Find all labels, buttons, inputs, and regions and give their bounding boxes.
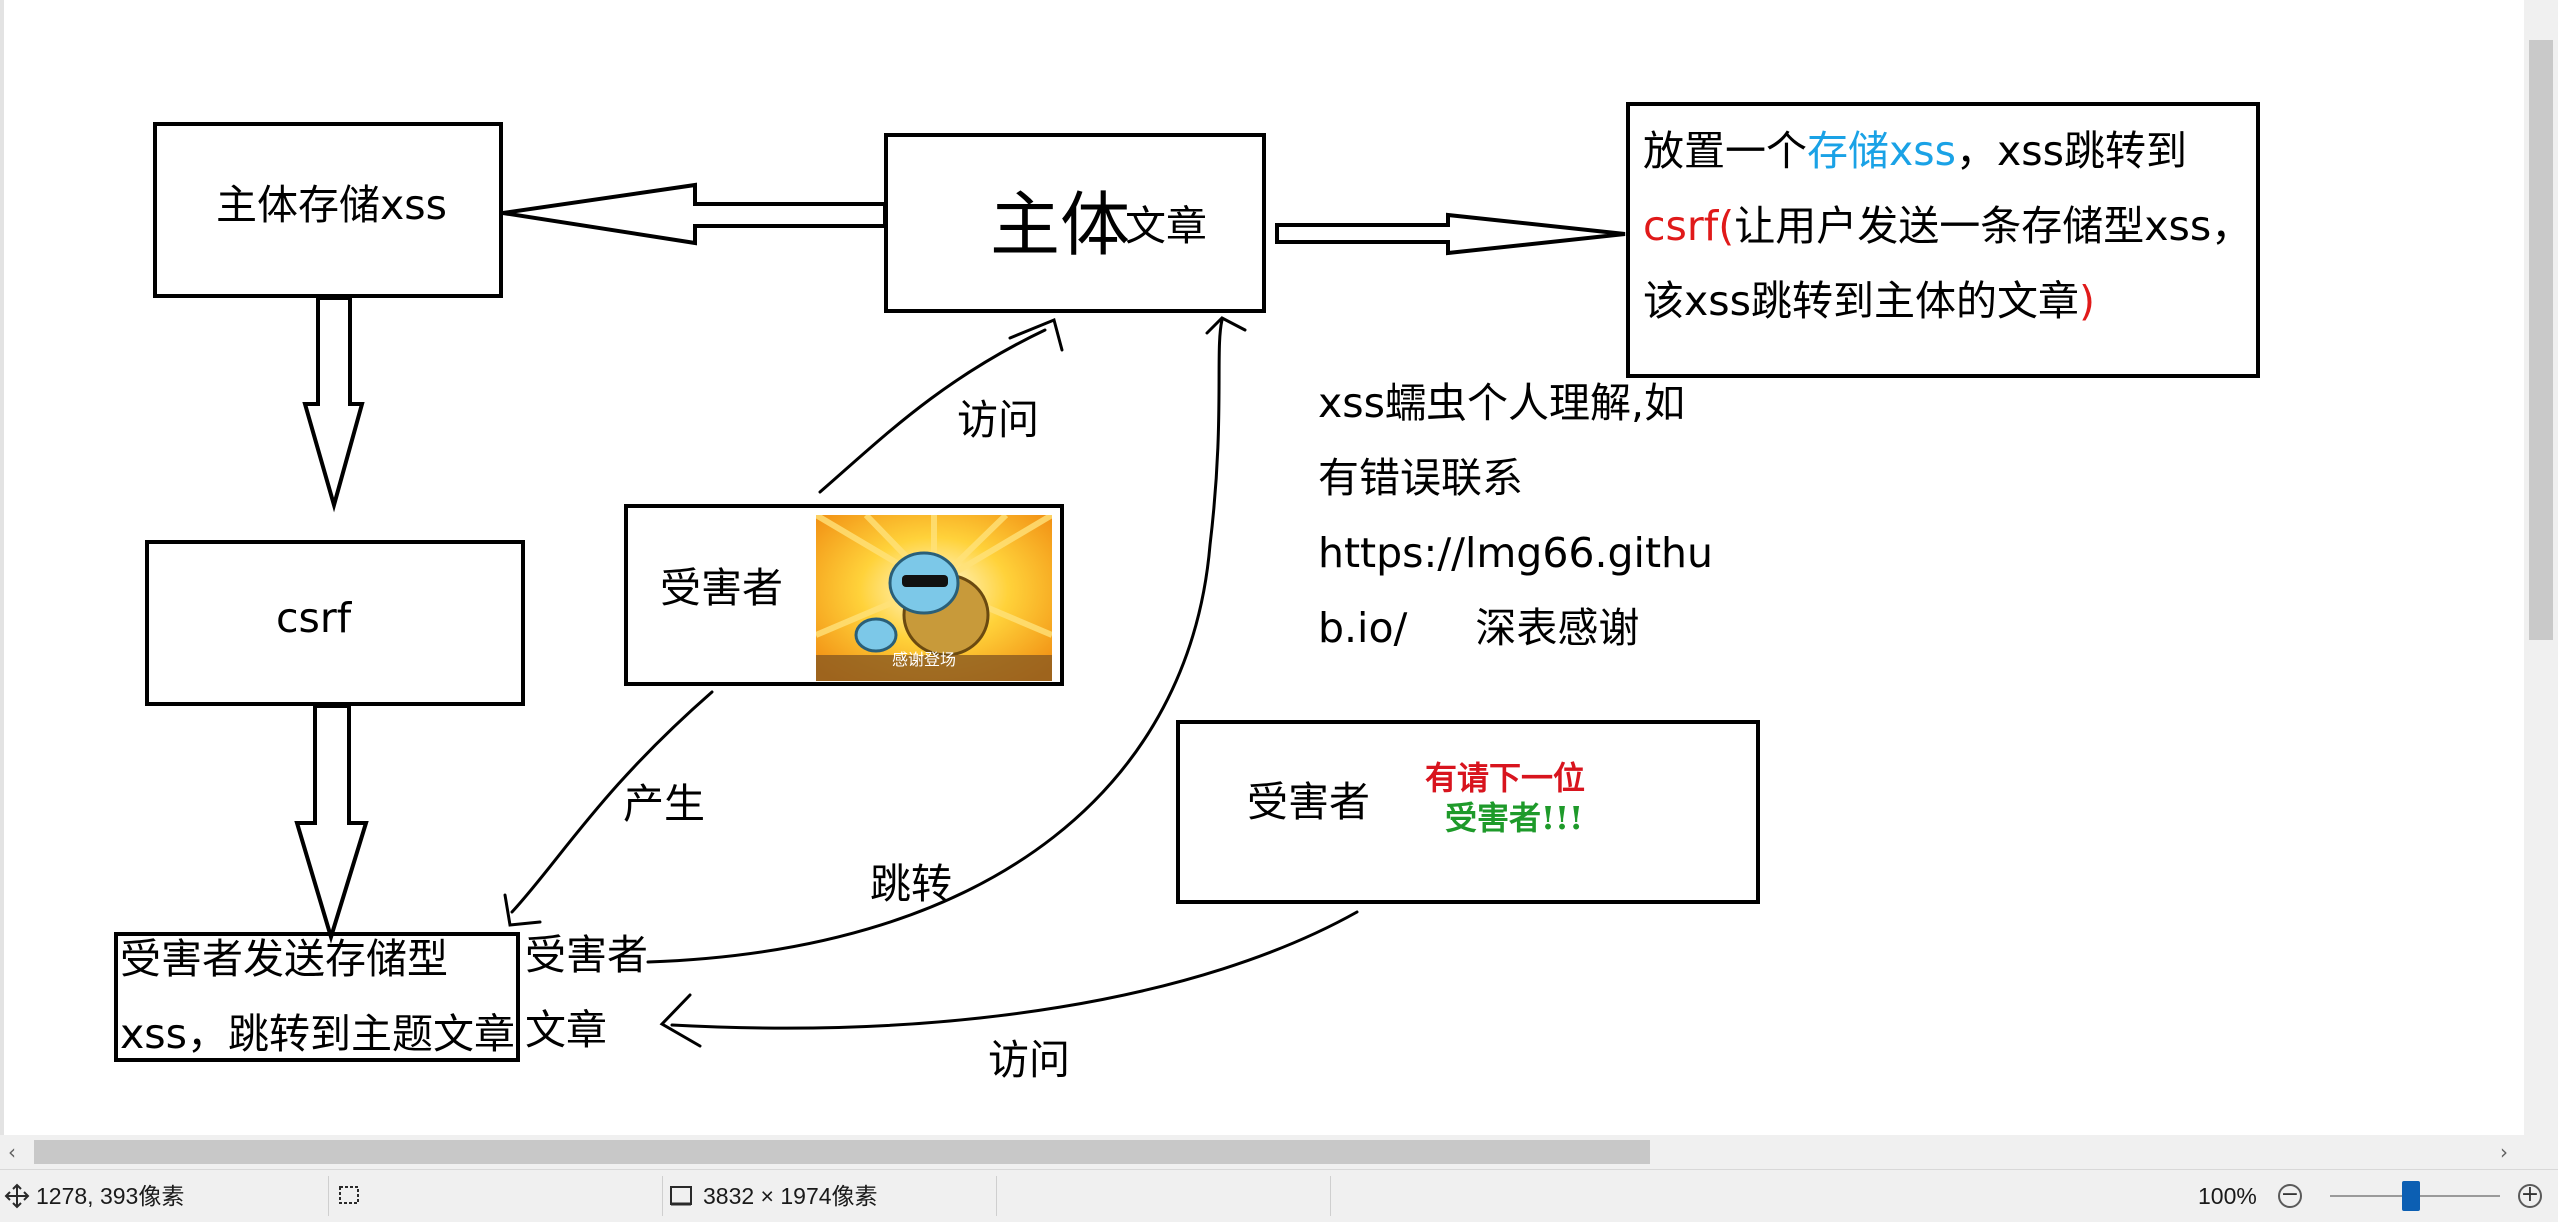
selection-icon [339,1186,359,1204]
arrow-stored-xss-to-csrf [302,296,365,513]
note-line4a: b.io/ [1318,604,1408,652]
plan-l2a: csrf( [1643,202,1735,250]
victim-sends-text: 受害者发送存储型 xss，跳转到主题文章 [120,922,515,1072]
image-size-icon [670,1186,692,1206]
sticker-line1: 有请下一位 [1425,759,1586,797]
label-jump: 跳转 [870,860,952,908]
zoom-out-icon[interactable]: − [2278,1184,2302,1208]
main-article-box [884,133,1266,313]
move-cursor-icon [4,1183,30,1209]
status-bar: 1278, 393像素 3832 × 1974像素 100% − + [0,1169,2558,1222]
csrf-label: csrf [276,594,352,642]
label-visit-bottom: 访问 [988,1036,1070,1084]
victim-box-2 [1176,720,1760,904]
canvas-edge [0,0,4,1135]
curve-visit-top [818,328,1047,494]
arrow-article-to-stored-xss [502,182,887,246]
arrow-article-to-plan [1275,212,1626,256]
horizontal-scrollbar-thumb[interactable] [34,1140,1650,1164]
plan-l2b: 让用户发送一条存储型xss， [1734,202,2253,250]
note-line4: b.io/深表感谢 [1318,591,1713,666]
zoom-slider-thumb[interactable] [2402,1181,2420,1211]
label-produce: 产生 [623,780,705,828]
status-separator [1330,1176,1331,1216]
sticker-line2: 受害者!!! [1445,799,1584,837]
victim-sends-line1: 受害者发送存储型 [120,935,448,983]
victim-sends-box [114,932,520,1062]
note-line4b: 深表感谢 [1475,604,1640,652]
plan-l3a: 该xss跳转到主体的文章 [1643,277,2079,325]
plan-line2: csrf(让用户发送一条存储型xss， [1643,189,2252,264]
status-separator [996,1176,997,1216]
victim-box-2-label: 受害者 [1247,778,1370,826]
status-separator [662,1176,663,1216]
curve-jump [646,318,1224,964]
plan-box [1626,102,2260,378]
main-article-title-big: 主体 [990,184,1130,266]
status-separator [328,1176,329,1216]
victim-sends-line2: xss，跳转到主题文章 [120,1010,515,1058]
plan-line1: 放置一个存储xss，xss跳转到 [1643,114,2252,189]
note-line1: xss蠕虫个人理解,如 [1318,379,1686,427]
stored-xss-box [153,122,503,298]
zoom-in-icon[interactable]: + [2518,1184,2542,1208]
plan-line3: 该xss跳转到主体的文章) [1643,264,2252,339]
plan-l1b: 存储xss [1807,127,1956,175]
victim-article-line1: 受害者 [525,931,648,979]
plan-l1a: 放置一个 [1643,127,1807,175]
diagram-arrows [294,182,1626,1048]
image-canvas[interactable]: 主体 文章 主体存储xss csrf 受害者发送存储型 xss，跳转到主题文章 … [0,0,2524,1135]
label-visit-top: 访问 [957,396,1039,444]
author-note: xss蠕虫个人理解,如 有错误联系 https://lmg66.githu b.… [1318,366,1713,666]
arrow-csrf-to-victim-sends [294,704,369,944]
victim-box-1-label: 受害者 [660,564,783,612]
zoom-level: 100% [2198,1183,2257,1209]
victim-article-text: 受害者 文章 [525,918,648,1068]
curve-produce [510,690,714,914]
plan-text: 放置一个存储xss，xss跳转到 csrf(让用户发送一条存储型xss， 该xs… [1643,114,2252,339]
scroll-left-icon[interactable]: ‹ [8,1140,16,1164]
plan-l3b: ) [2078,277,2095,325]
cursor-position: 1278, 393像素 [36,1183,185,1209]
plan-l1c: ，xss跳转到 [1956,127,2187,175]
scrollbar-corner [2524,1135,2558,1169]
victim-meme-image [816,515,1052,681]
scroll-right-icon[interactable]: › [2500,1140,2508,1164]
csrf-box [145,540,525,706]
victim-meme-caption: 感谢登场 [892,650,957,669]
image-size: 3832 × 1974像素 [703,1183,878,1209]
note-line3: https://lmg66.githu [1318,529,1713,577]
victim-article-line2: 文章 [525,1006,607,1054]
curve-visit-bottom [670,910,1359,1030]
note-line2: 有错误联系 [1318,454,1523,502]
main-article-title-small: 文章 [1125,202,1207,250]
vertical-scrollbar-thumb[interactable] [2529,40,2553,640]
stored-xss-label: 主体存储xss [216,181,447,229]
victim-box-1 [624,504,1064,686]
